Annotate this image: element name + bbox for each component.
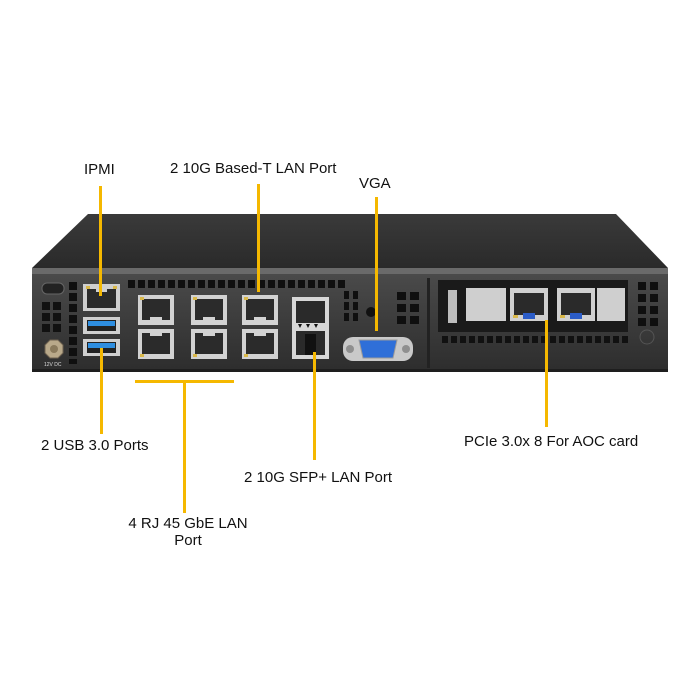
callout-line-vga (375, 197, 378, 331)
rj45-port (242, 295, 278, 325)
vent-hole (268, 280, 275, 288)
vent-hole (148, 280, 155, 288)
vent-hole (238, 280, 245, 288)
vent-hole (460, 336, 466, 343)
vent-hole (505, 336, 511, 343)
aoc-rj45-port-1 (510, 288, 548, 321)
vent-hole (604, 336, 610, 343)
vent-hole (469, 336, 475, 343)
vent-hole (258, 280, 265, 288)
vent-hole (532, 336, 538, 343)
rj45-port (191, 329, 227, 359)
callout-line-sfp (313, 352, 316, 460)
vent-hole (198, 280, 205, 288)
callout-line-rj45 (183, 380, 186, 513)
ground-slot (41, 282, 65, 295)
callout-line-pcie (545, 320, 548, 427)
vent-hole (308, 280, 315, 288)
label-ipmi: IPMI (84, 161, 115, 178)
pcie-bottom-vent (442, 336, 628, 343)
vent-hole (541, 336, 547, 343)
vent-hole (278, 280, 285, 288)
vent-hole (338, 280, 345, 288)
vent-hole (318, 280, 325, 288)
rj45-port (138, 295, 174, 325)
chassis-top-edge (32, 268, 668, 274)
vent-hole (586, 336, 592, 343)
vent-hole (577, 336, 583, 343)
vent-hole (288, 280, 295, 288)
vent-hole (218, 280, 225, 288)
vent-hole (613, 336, 619, 343)
vent-hole (188, 280, 195, 288)
label-rj45-line2: Port (174, 532, 202, 549)
vent-hole (158, 280, 165, 288)
vent-hole (451, 336, 457, 343)
chassis-top-cover (32, 214, 668, 268)
label-10g-baset: 2 10G Based-T LAN Port (170, 160, 337, 177)
vent-hole (128, 280, 135, 288)
label-vga: VGA (359, 175, 391, 192)
vent-hole (178, 280, 185, 288)
panel-divider (427, 278, 430, 368)
vent-hole (248, 280, 255, 288)
vent-hole (228, 280, 235, 288)
usb-port-2 (83, 339, 120, 356)
vent-column (69, 282, 77, 364)
label-rj45-line1: 4 RJ 45 GbE LAN (128, 515, 248, 532)
sfp-cage (292, 297, 329, 359)
vent-hole (208, 280, 215, 288)
vent-hole (622, 336, 628, 343)
top-vent-strip (128, 280, 345, 288)
label-pcie: PCIe 3.0x 8 For AOC card (464, 433, 639, 450)
rj45-port (191, 295, 227, 325)
vent-hole (487, 336, 493, 343)
usb-port-1 (83, 317, 120, 334)
callout-line-usb (100, 348, 103, 434)
vent-hole (168, 280, 175, 288)
rj45-port (138, 329, 174, 359)
vent-hole (559, 336, 565, 343)
vent-hole (298, 280, 305, 288)
aoc-rj45-port-2 (557, 288, 595, 321)
label-usb: 2 USB 3.0 Ports (41, 437, 149, 454)
callout-line-ipmi (99, 186, 102, 296)
dc-power-connector (44, 339, 64, 359)
vent-hole (478, 336, 484, 343)
left-vent (42, 302, 61, 332)
vent-hole (595, 336, 601, 343)
callout-line-10g-baset (257, 184, 260, 292)
vent-hole (442, 336, 448, 343)
vent-hole (550, 336, 556, 343)
vent-hole (328, 280, 335, 288)
label-sfp: 2 10G SFP+ LAN Port (244, 469, 392, 486)
vent-hole (568, 336, 574, 343)
vent-hole (514, 336, 520, 343)
vga-connector (343, 337, 413, 361)
rj45-port-grid (138, 295, 278, 359)
label-rj45: 4 RJ 45 GbE LAN Port (118, 515, 258, 549)
vent-hole (523, 336, 529, 343)
vent-hole (138, 280, 145, 288)
vent-hole (496, 336, 502, 343)
right-vent (638, 282, 658, 345)
rj45-port (242, 329, 278, 359)
vga-area-vents (344, 291, 419, 324)
power-label: 12V DC (44, 362, 62, 368)
